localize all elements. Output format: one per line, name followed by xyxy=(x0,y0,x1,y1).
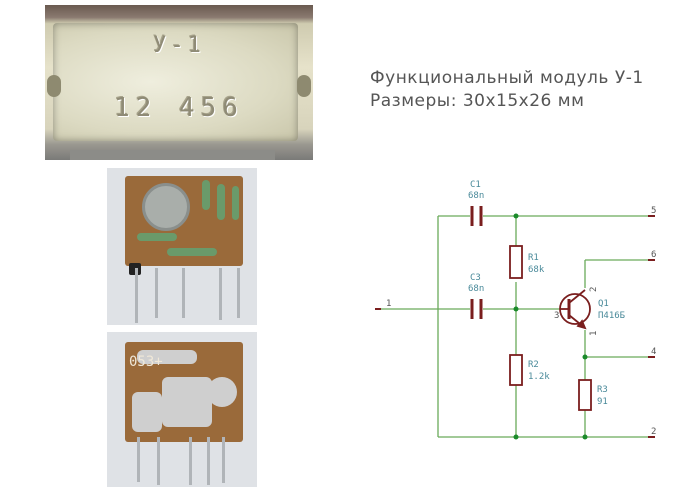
capacitor-c1 xyxy=(470,206,483,226)
port-5-label: 5 xyxy=(651,206,656,216)
junctions xyxy=(513,213,588,440)
module-solder-side-photo: 053+ xyxy=(107,332,257,487)
resistor xyxy=(202,180,210,210)
c3-ref: C3 xyxy=(470,273,481,283)
r3-value: 91 xyxy=(597,397,608,407)
case-base xyxy=(70,150,275,160)
c1-ref: C1 xyxy=(470,180,481,190)
pin xyxy=(219,268,222,320)
capacitor-c3 xyxy=(470,299,483,319)
q1-ref: Q1 xyxy=(598,299,609,309)
resistor xyxy=(167,248,217,256)
solder-pad xyxy=(132,392,162,432)
pin xyxy=(222,437,225,483)
r1-value: 68k xyxy=(528,265,545,275)
case-marking-type: У-1 xyxy=(153,33,205,58)
pin xyxy=(237,268,240,318)
module-title: Функциональный модуль У-1 xyxy=(370,68,644,88)
wires xyxy=(380,215,648,438)
resistor-r3 xyxy=(578,379,592,411)
pin xyxy=(157,437,160,485)
r3-ref: R3 xyxy=(597,385,608,395)
q1-collector-pin: 2 xyxy=(589,287,599,292)
trimmer-capacitor xyxy=(142,183,190,231)
module-component-side-photo xyxy=(107,168,257,325)
port-1-label: 1 xyxy=(386,299,391,309)
resistor-r1 xyxy=(509,245,523,279)
pin xyxy=(155,268,158,318)
c1-value: 68n xyxy=(468,191,484,201)
case-notch-right xyxy=(297,75,311,97)
port-2-label: 2 xyxy=(651,427,656,437)
pin xyxy=(182,268,185,318)
r2-value: 1.2k xyxy=(528,372,550,382)
port-6-label: 6 xyxy=(651,250,656,260)
pin xyxy=(137,437,140,482)
pin xyxy=(207,437,210,485)
solder-pad xyxy=(207,377,237,407)
board-marking: 053+ xyxy=(129,354,163,370)
pin xyxy=(189,437,192,485)
solder-pad xyxy=(162,377,212,427)
resistor xyxy=(137,233,177,241)
q1-value: П416Б xyxy=(598,311,625,321)
module-case xyxy=(53,23,298,141)
case-notch-left xyxy=(47,75,61,97)
module-dimensions: Размеры: 30x15x26 мм xyxy=(370,91,585,111)
resistor xyxy=(232,186,239,220)
q1-emitter-pin: 1 xyxy=(589,331,599,336)
q1-base-pin: 3 xyxy=(554,311,559,321)
port-4-label: 4 xyxy=(651,347,656,357)
r1-ref: R1 xyxy=(528,253,539,263)
resistor xyxy=(217,184,225,220)
c3-value: 68n xyxy=(468,284,484,294)
resistor-r2 xyxy=(509,354,523,386)
transistor-q1 xyxy=(559,289,591,330)
r2-ref: R2 xyxy=(528,360,539,370)
module-top-photo: У-1 12 456 xyxy=(45,5,313,160)
pin xyxy=(135,268,138,323)
port-stubs xyxy=(375,215,655,438)
case-marking-pins: 12 456 xyxy=(114,93,244,123)
solder-pad xyxy=(137,350,197,364)
